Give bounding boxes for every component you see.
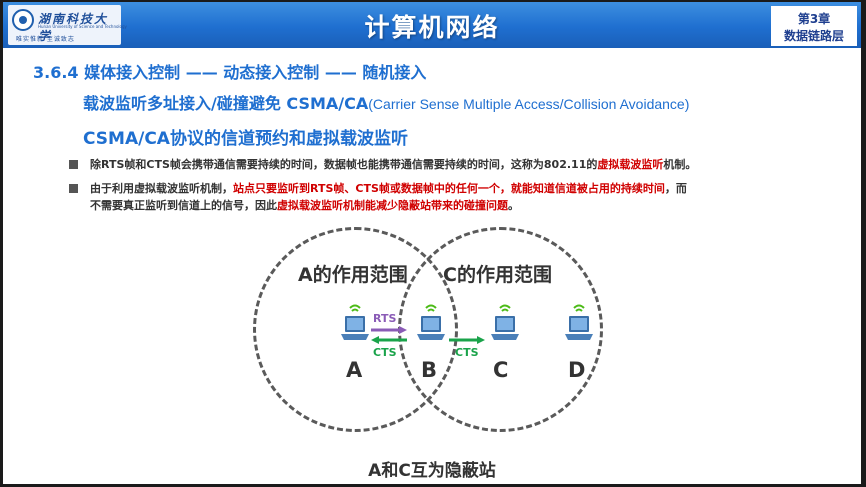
- station-c-label: C: [493, 358, 509, 382]
- university-seal-icon: [12, 9, 34, 31]
- bullet-square-icon: [69, 160, 78, 169]
- cts-arrow-icon: [449, 336, 485, 344]
- bullet-text: 由于利用虚拟载波监听机制，站点只要监听到RTS帧、CTS帧或数据帧中的任何一个，…: [90, 182, 687, 212]
- laptop-icon: [417, 304, 445, 340]
- station-a-label: A: [346, 358, 363, 382]
- chapter-name: 数据链路层: [783, 29, 844, 43]
- station-b-label: B: [421, 358, 438, 382]
- protocol-heading-en: (Carrier Sense Multiple Access/Collision…: [368, 96, 690, 112]
- cts-label-ab: CTS: [373, 346, 397, 359]
- laptop-icon: [491, 304, 519, 340]
- logo-name: 湖南科技大学: [38, 12, 109, 43]
- diagram-caption: A和C互为隐蔽站: [368, 461, 496, 481]
- slide-header: 湖南科技大学 Hunan University of Science and T…: [3, 2, 861, 48]
- bullet-item: 由于利用虚拟载波监听机制，站点只要监听到RTS帧、CTS帧或数据帧中的任何一个，…: [69, 180, 789, 214]
- station-b: [413, 300, 449, 360]
- course-title: 计算机网络: [364, 13, 500, 42]
- chapter-number: 第3章: [797, 12, 831, 26]
- range-c-label: C的作用范围: [443, 264, 552, 286]
- logo-motto: 唯实惟新 至诚致志: [16, 36, 75, 43]
- section-heading: 3.6.4 媒体接入控制 —— 动态接入控制 —— 随机接入: [33, 63, 427, 82]
- station-a: [337, 300, 373, 360]
- bullet-square-icon: [69, 184, 78, 193]
- logo-english-name: Hunan University of Science and Technolo…: [38, 24, 127, 29]
- rts-arrow-icon: [371, 326, 407, 334]
- station-c: [487, 300, 523, 360]
- university-logo: 湖南科技大学 Hunan University of Science and T…: [8, 5, 127, 45]
- rts-label: RTS: [373, 312, 397, 325]
- station-d-label: D: [568, 358, 586, 382]
- bullet-text: 除RTS帧和CTS帧会携带通信需要持续的时间，数据帧也能携带通信需要持续的时间，…: [90, 158, 697, 171]
- station-d: [561, 300, 597, 360]
- cts-label-bc: CTS: [455, 346, 479, 359]
- bullet-item: 除RTS帧和CTS帧会携带通信需要持续的时间，数据帧也能携带通信需要持续的时间，…: [69, 156, 789, 173]
- laptop-icon: [565, 304, 593, 340]
- protocol-heading-cn: 载波监听多址接入/碰撞避免 CSMA/CA: [83, 94, 369, 113]
- cts-arrow-icon: [371, 336, 407, 344]
- laptop-icon: [341, 304, 369, 340]
- topic-heading: CSMA/CA协议的信道预约和虚拟载波监听: [83, 129, 408, 149]
- range-a-label: A的作用范围: [298, 264, 408, 286]
- slide: 湖南科技大学 Hunan University of Science and T…: [3, 2, 861, 484]
- protocol-heading: 载波监听多址接入/碰撞避免 CSMA/CA(Carrier Sense Mult…: [83, 90, 689, 114]
- chapter-badge: 第3章 数据链路层: [771, 6, 857, 46]
